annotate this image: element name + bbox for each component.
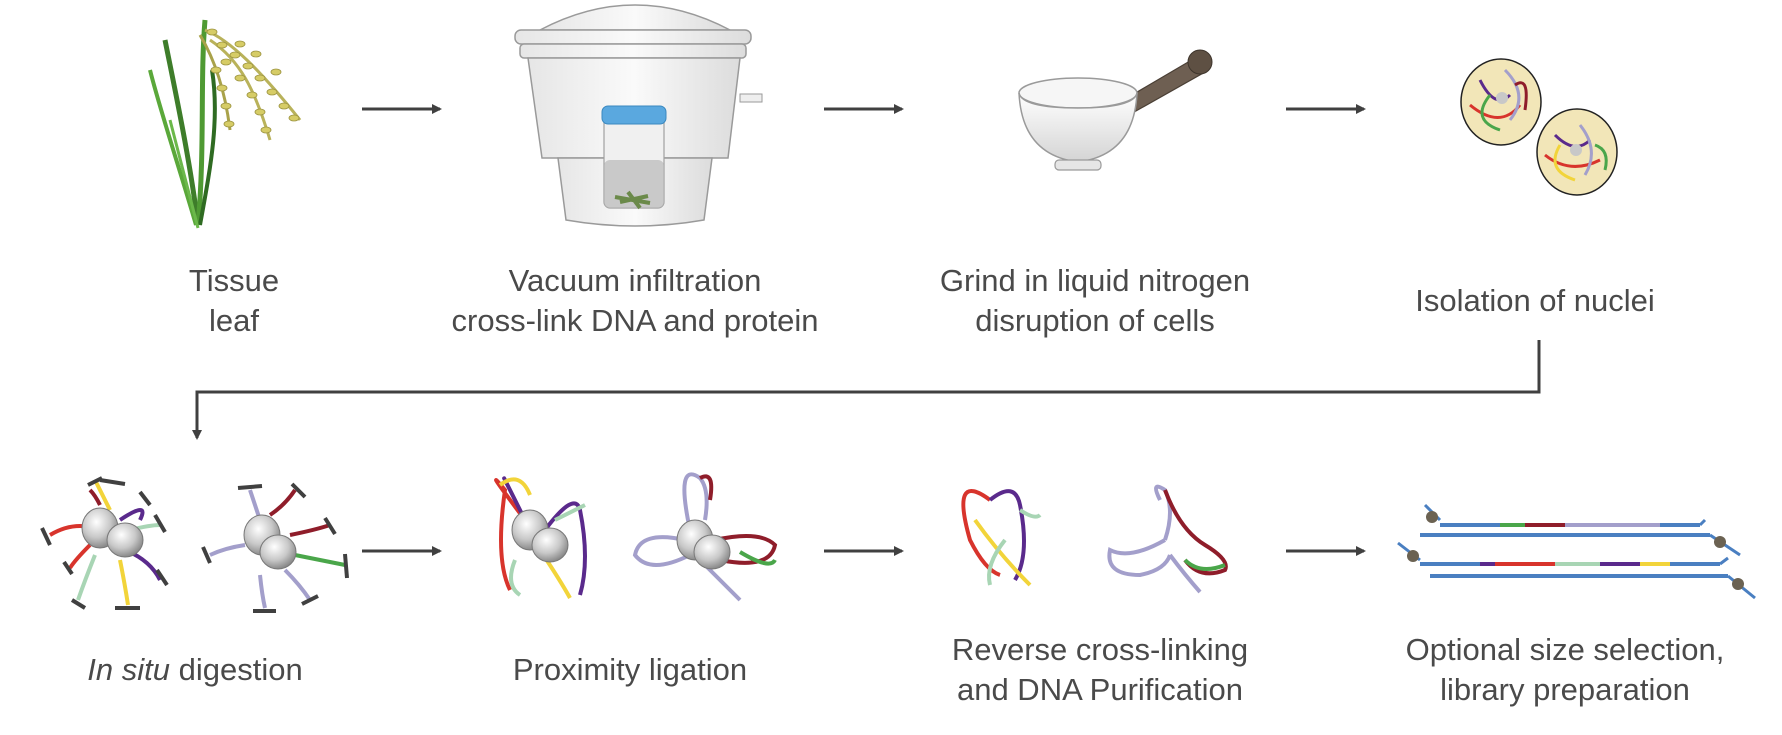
grind-label-line1: Grind in liquid nitrogen — [939, 263, 1251, 298]
grind-label-line2: disruption of cells — [975, 303, 1215, 338]
isolation-label-line1: Isolation of nuclei — [1415, 283, 1655, 318]
library-fragments-icon — [1397, 503, 1756, 600]
tissue-label-line1: Tissue — [188, 263, 280, 298]
isolation-label: Isolation of nuclei — [1360, 281, 1710, 321]
vacuum-label: Vacuum infiltration cross-link DNA and p… — [420, 261, 850, 341]
digestion-label: In situ digestion — [45, 650, 345, 690]
ligation-label: Proximity ligation — [480, 650, 780, 690]
digestion-label-italic: In situ — [87, 652, 170, 687]
reverse-crosslink-icon — [961, 484, 1228, 594]
rice-plant-icon — [148, 19, 302, 229]
ligation-icon — [494, 472, 778, 602]
connector-arrow-row1-to-row2 — [192, 340, 1541, 440]
tissue-label: Tissue leaf — [134, 261, 334, 341]
grind-label: Grind in liquid nitrogen disruption of c… — [880, 261, 1310, 341]
digestion-icon — [40, 476, 349, 613]
reverse-label-line2: and DNA Purification — [956, 672, 1244, 707]
library-label: Optional size selection, library prepara… — [1375, 630, 1755, 710]
vacuum-label-line1: Vacuum infiltration — [508, 263, 762, 298]
library-label-line1: Optional size selection, — [1405, 632, 1725, 667]
vacuum-desiccator-icon — [514, 4, 763, 227]
digestion-label-rest: digestion — [170, 652, 303, 687]
reverse-label: Reverse cross-linking and DNA Purificati… — [910, 630, 1290, 710]
vacuum-label-line2: cross-link DNA and protein — [451, 303, 819, 338]
digestion-label-line1: In situ digestion — [45, 650, 345, 690]
tissue-label-line2: leaf — [209, 303, 259, 338]
reverse-label-line1: Reverse cross-linking — [951, 632, 1249, 667]
ligation-label-line1: Proximity ligation — [512, 652, 748, 687]
mortar-pestle-icon — [1018, 49, 1213, 171]
nuclei-icon — [1460, 58, 1618, 196]
library-label-line2: library preparation — [1440, 672, 1690, 707]
